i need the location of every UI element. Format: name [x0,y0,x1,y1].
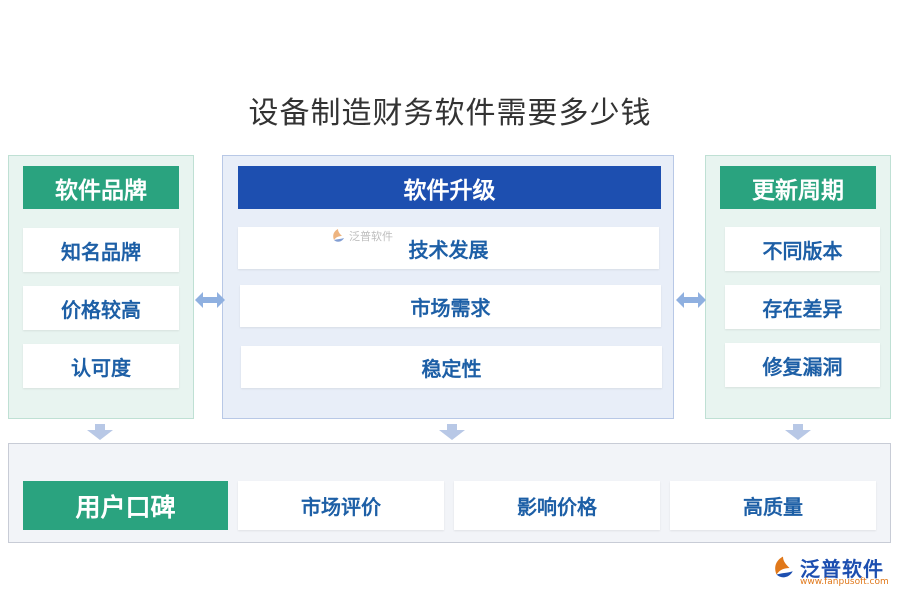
double-arrow-icon [676,292,706,308]
item-differences-exist: 存在差异 [725,285,880,329]
logo-name: 泛普软件 [800,557,884,581]
item-higher-price: 价格较高 [23,286,179,330]
item-tech-development: 技术发展 [238,227,659,269]
watermark: 泛普软件 [330,228,393,244]
item-fix-bugs: 修复漏洞 [725,343,880,387]
page-title: 设备制造财务软件需要多少钱 [248,96,652,131]
double-arrow-icon [195,292,225,308]
item-market-demand: 市场需求 [240,285,661,327]
fanpu-logo-icon [775,556,793,577]
item-known-brand: 知名品牌 [23,228,179,272]
watermark-name: 泛普软件 [349,230,393,243]
brand-logo: 泛普软件 www.fanpusoft.com [770,553,889,587]
header-software-upgrade: 软件升级 [238,166,661,209]
header-update-cycle: 更新周期 [720,166,876,209]
item-different-versions: 不同版本 [725,227,880,271]
item-recognition: 认可度 [23,344,179,388]
item-high-quality: 高质量 [670,481,876,530]
item-market-evaluation: 市场评价 [238,481,444,530]
down-arrow-icon [87,424,113,440]
item-stability: 稳定性 [241,346,662,388]
header-user-reputation: 用户口碑 [23,481,228,530]
fanpu-logo-icon [333,229,344,242]
down-arrow-icon [785,424,811,440]
logo-url: www.fanpusoft.com [800,577,889,587]
item-affects-price: 影响价格 [454,481,660,530]
down-arrow-icon [439,424,465,440]
header-software-brand: 软件品牌 [23,166,179,209]
